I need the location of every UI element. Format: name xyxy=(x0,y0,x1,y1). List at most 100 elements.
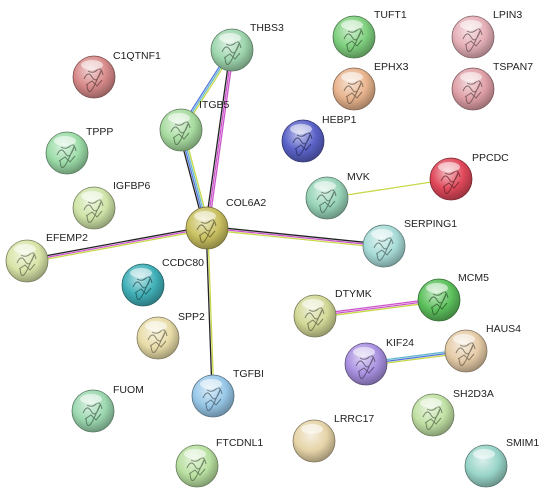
edge-line-black xyxy=(205,228,213,397)
node-highlight xyxy=(371,229,393,239)
protein-structure-icon xyxy=(82,402,103,426)
node-c1qtnf1[interactable]: C1QTNF1 xyxy=(72,50,161,99)
node-tspan7[interactable]: TSPAN7 xyxy=(451,61,533,111)
protein-structure-icon xyxy=(373,237,394,261)
protein-structure-icon xyxy=(292,132,313,156)
protein-structure-icon xyxy=(422,406,443,430)
node-thbs3[interactable]: THBS3 xyxy=(210,22,284,72)
node-ppcdc[interactable]: PPCDC xyxy=(429,152,509,201)
protein-structure-icon xyxy=(132,276,153,300)
node-itgb5[interactable]: ITGB5 xyxy=(159,99,230,152)
node-label: SERPING1 xyxy=(404,218,457,230)
node-label: TUFT1 xyxy=(374,9,407,21)
node-highlight xyxy=(200,379,222,389)
protein-structure-icon xyxy=(196,219,217,243)
node-lrrc17[interactable]: LRRC17 xyxy=(292,413,374,463)
node-highlight xyxy=(54,136,76,146)
edge-line-magenta xyxy=(26,227,208,262)
protein-structure-icon xyxy=(455,342,476,366)
node-highlight xyxy=(420,398,442,408)
node-highlight xyxy=(194,211,216,221)
node-label: HEBP1 xyxy=(322,114,357,126)
node-highlight xyxy=(460,20,482,30)
protein-structure-icon xyxy=(355,355,376,379)
node-tgfbi[interactable]: TGFBI xyxy=(191,368,264,418)
edge-COL6A2-TGFBI[interactable] xyxy=(205,227,215,397)
edge-COL6A2-EFEMP2[interactable] xyxy=(26,225,208,264)
node-highlight xyxy=(81,60,103,70)
node-spp2[interactable]: SPP2 xyxy=(136,311,205,360)
node-label: MCM5 xyxy=(458,272,489,284)
protein-structure-icon xyxy=(83,199,104,223)
node-label: SPP2 xyxy=(178,311,205,323)
node-hebp1[interactable]: HEBP1 xyxy=(281,114,357,163)
node-ccdc80[interactable]: CCDC80 xyxy=(121,257,204,307)
node-label: EFEMP2 xyxy=(46,232,88,244)
node-label: ITGB5 xyxy=(199,99,230,111)
edge-COL6A2-SERPING1[interactable] xyxy=(206,225,385,249)
edge-line-magenta xyxy=(208,50,235,229)
protein-structure-icon xyxy=(316,189,337,213)
node-label: LRRC17 xyxy=(334,413,374,425)
node-label: TPPP xyxy=(86,126,113,138)
node-highlight xyxy=(473,449,495,459)
node-haus4[interactable]: HAUS4 xyxy=(444,323,521,373)
node-highlight xyxy=(353,347,375,357)
edge-line-yellow xyxy=(27,229,208,264)
node-label: THBS3 xyxy=(250,22,284,34)
protein-structure-icon xyxy=(343,28,364,52)
node-tppp[interactable]: TPPP xyxy=(45,126,113,175)
node-highlight xyxy=(130,268,152,278)
node-label: FUOM xyxy=(113,384,144,396)
node-highlight xyxy=(341,20,363,30)
node-mcm5[interactable]: MCM5 xyxy=(417,272,489,322)
protein-structure-icon xyxy=(221,41,242,65)
protein-structure-icon xyxy=(56,144,77,168)
node-tuft1[interactable]: TUFT1 xyxy=(332,9,407,59)
node-label: CCDC80 xyxy=(162,257,204,269)
node-ephx3[interactable]: EPHX3 xyxy=(332,61,409,111)
node-highlight xyxy=(168,113,190,123)
node-label: FTCDNL1 xyxy=(216,437,263,449)
protein-structure-icon xyxy=(202,387,223,411)
node-highlight xyxy=(301,424,323,434)
node-label: PPCDC xyxy=(472,152,509,164)
node-label: TGFBI xyxy=(233,368,264,380)
node-label: DTYMK xyxy=(335,288,372,300)
node-ftcdnl1[interactable]: FTCDNL1 xyxy=(175,437,263,488)
node-highlight xyxy=(453,334,475,344)
node-lpin3[interactable]: LPIN3 xyxy=(451,9,522,59)
node-kif24[interactable]: KIF24 xyxy=(344,337,414,386)
node-fuom[interactable]: FUOM xyxy=(71,384,144,433)
node-smim1[interactable]: SMIM1 xyxy=(464,437,539,488)
node-col6a2[interactable]: COL6A2 xyxy=(185,197,266,250)
node-igfbp6[interactable]: IGFBP6 xyxy=(72,180,151,230)
protein-structure-icon xyxy=(343,80,364,104)
node-efemp2[interactable]: EFEMP2 xyxy=(5,232,88,283)
node-label: EPHX3 xyxy=(374,61,409,73)
edge-COL6A2-THBS3[interactable] xyxy=(204,49,235,229)
node-dtymk[interactable]: DTYMK xyxy=(293,288,372,338)
node-label: C1QTNF1 xyxy=(113,50,161,62)
node-highlight xyxy=(438,162,460,172)
protein-structure-icon xyxy=(170,121,191,145)
edge-line-black xyxy=(204,49,231,228)
node-serping1[interactable]: SERPING1 xyxy=(362,218,457,268)
node-highlight xyxy=(81,191,103,201)
edge-line-black xyxy=(26,225,207,260)
node-highlight xyxy=(145,321,167,331)
protein-structure-icon xyxy=(462,80,483,104)
node-label: SH2D3A xyxy=(453,388,494,400)
node-label: KIF24 xyxy=(386,337,414,349)
node-highlight xyxy=(219,33,241,43)
protein-structure-icon xyxy=(186,457,207,481)
edge-line-yellow xyxy=(206,229,384,249)
node-mvk[interactable]: MVK xyxy=(305,171,370,220)
node-label: LPIN3 xyxy=(493,9,522,21)
node-label: HAUS4 xyxy=(486,323,521,335)
protein-structure-icon xyxy=(440,170,461,194)
node-sh2d3a[interactable]: SH2D3A xyxy=(411,388,494,437)
node-label: TSPAN7 xyxy=(493,61,533,73)
